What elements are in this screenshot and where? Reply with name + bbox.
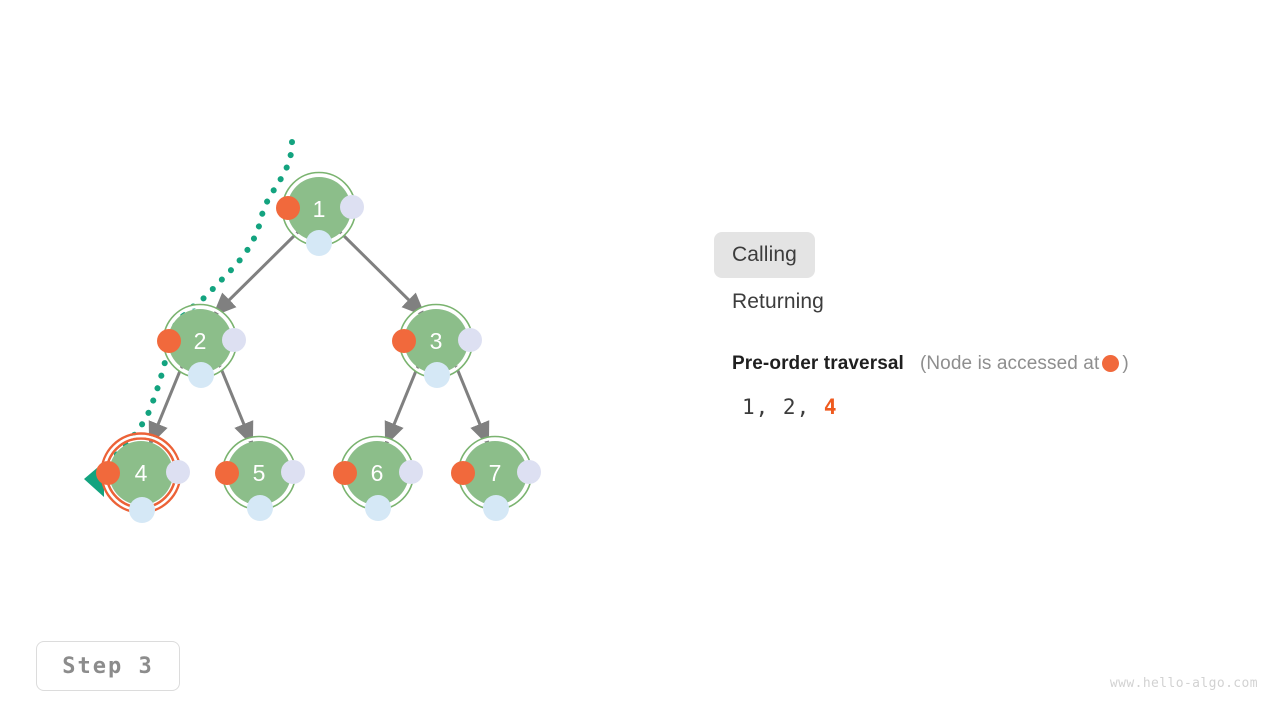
node-4-bottom-dot bbox=[129, 497, 155, 523]
node-1-bottom-dot bbox=[306, 230, 332, 256]
traversal-current: 4 bbox=[823, 395, 838, 419]
node-3-right-dot bbox=[458, 328, 482, 352]
node-7-access-dot bbox=[451, 461, 475, 485]
node-5-label: 5 bbox=[253, 460, 266, 486]
edge-3-6 bbox=[384, 365, 420, 447]
legend-returning-label: Returning bbox=[732, 290, 824, 313]
site-watermark: www.hello-algo.com bbox=[1109, 676, 1258, 691]
node-3-bottom-dot bbox=[424, 362, 450, 388]
node-2-access-dot bbox=[157, 329, 181, 353]
traversal-title: Pre-order traversal bbox=[732, 353, 904, 374]
tree-node-2[interactable]: 2 bbox=[157, 303, 246, 389]
tree-node-7[interactable]: 7 bbox=[451, 435, 541, 522]
node-5-bottom-dot bbox=[247, 495, 273, 521]
binary-tree-diagram: 1 2 3 4 5 bbox=[84, 139, 541, 524]
node-3-access-dot bbox=[392, 329, 416, 353]
node-4-access-dot bbox=[96, 461, 120, 485]
node-2-label: 2 bbox=[194, 328, 207, 354]
node-1-access-dot bbox=[276, 196, 300, 220]
node-6-access-dot bbox=[333, 461, 357, 485]
tree-node-1[interactable]: 1 bbox=[276, 171, 364, 257]
info-panel: Calling Returning Pre-order traversal (No… bbox=[714, 232, 1254, 419]
tree-node-3[interactable]: 3 bbox=[392, 303, 482, 389]
node-4-label: 4 bbox=[135, 460, 148, 486]
node-5-right-dot bbox=[281, 460, 305, 484]
traversal-visited: 1, 2, bbox=[742, 395, 824, 419]
traversal-note-prefix: (Node is accessed at bbox=[919, 353, 1100, 374]
node-7-bottom-dot bbox=[483, 495, 509, 521]
edge-1-2 bbox=[212, 230, 300, 317]
node-6-bottom-dot bbox=[365, 495, 391, 521]
node-7-label: 7 bbox=[489, 460, 502, 486]
access-marker-icon bbox=[1102, 355, 1120, 372]
node-1-right-dot bbox=[340, 195, 364, 219]
traversal-sequence: 1, 2, 4 bbox=[714, 395, 1254, 419]
edge-1-3 bbox=[338, 230, 426, 317]
legend-calling-badge: Calling bbox=[714, 232, 815, 278]
step-badge: Step 3 bbox=[36, 641, 180, 691]
tree-edges bbox=[148, 230, 490, 447]
node-6-label: 6 bbox=[371, 460, 384, 486]
traversal-note-suffix: ) bbox=[1122, 353, 1129, 374]
node-1-label: 1 bbox=[313, 196, 326, 222]
tree-node-6[interactable]: 6 bbox=[333, 435, 423, 522]
node-4-right-dot bbox=[166, 460, 190, 484]
legend-calling-row: Calling bbox=[714, 232, 1254, 278]
node-2-right-dot bbox=[222, 328, 246, 352]
node-5-access-dot bbox=[215, 461, 239, 485]
tree-node-4[interactable]: 4 bbox=[96, 432, 190, 524]
edge-2-5 bbox=[218, 365, 254, 447]
node-6-right-dot bbox=[399, 460, 423, 484]
edge-3-7 bbox=[454, 365, 490, 447]
tree-node-5[interactable]: 5 bbox=[215, 435, 305, 522]
node-7-right-dot bbox=[517, 460, 541, 484]
node-3-label: 3 bbox=[430, 328, 443, 354]
edge-2-4 bbox=[148, 365, 184, 447]
traversal-heading: Pre-order traversal (Node is accessed at) bbox=[714, 353, 1254, 375]
node-2-bottom-dot bbox=[188, 362, 214, 388]
